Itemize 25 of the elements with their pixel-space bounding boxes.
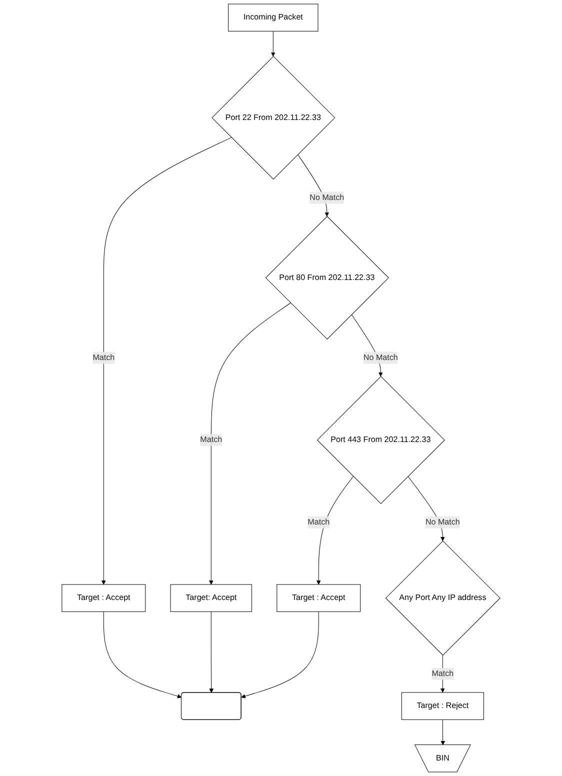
arrow — [241, 611, 319, 698]
node-box: Target : Reject — [401, 692, 484, 720]
node-diamond: Port 443 From 202.11.22.33 — [316, 376, 445, 504]
edge-label: No Match — [363, 353, 398, 362]
arrow — [208, 302, 291, 585]
edge-label: Match — [308, 518, 330, 526]
node-diamond: Port 80 From 202.11.22.33 — [265, 216, 389, 340]
node-box: Target : Accept — [62, 584, 146, 612]
node-box: Incoming Packet — [228, 4, 318, 32]
arrow — [270, 30, 276, 57]
edge-label: Match — [92, 353, 115, 362]
arrow — [101, 137, 232, 585]
node-box: Target: Accept — [170, 584, 252, 612]
edge-label: No Match — [310, 193, 344, 202]
node-box: Target : Accept — [276, 584, 361, 612]
arrow — [209, 611, 214, 693]
edge-label: Match — [432, 669, 454, 678]
edge-label: No Match — [425, 518, 460, 526]
arrow — [103, 611, 182, 698]
arrow — [440, 654, 445, 693]
arrow — [316, 476, 354, 585]
edge-label: Match — [200, 436, 222, 444]
node-diamond: Port 22 From 202.11.22.33 — [212, 56, 336, 180]
arrow — [440, 719, 446, 746]
node-diamond: Any Port Any IP address — [385, 540, 500, 656]
